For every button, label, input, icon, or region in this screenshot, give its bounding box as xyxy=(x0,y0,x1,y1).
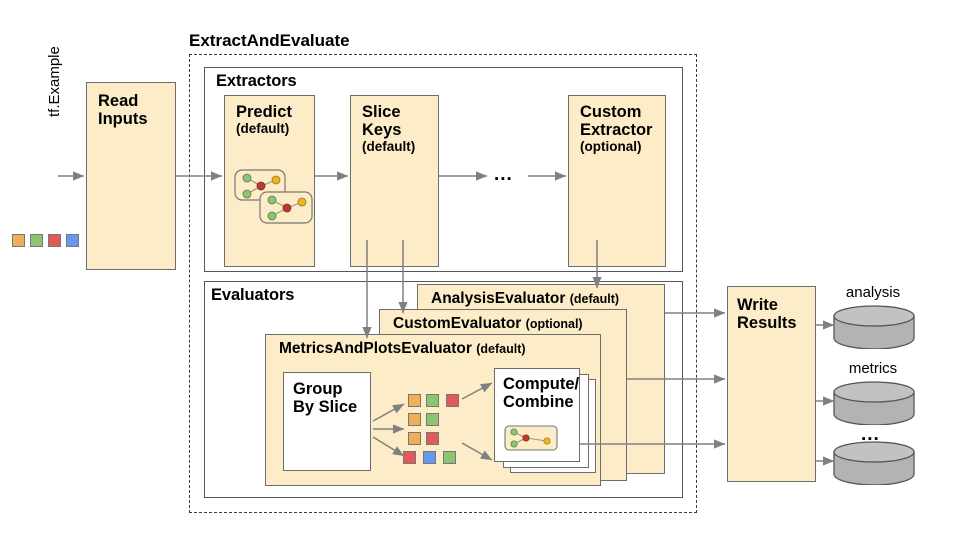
read-inputs-line1: Read xyxy=(98,92,139,110)
read-inputs-line2: Inputs xyxy=(98,110,148,128)
sink-label-ellipsis: ... xyxy=(861,424,880,445)
custom-extractor-sub: (optional) xyxy=(580,139,642,154)
slice-swatch xyxy=(426,413,439,426)
compute-combine-box[interactable]: Compute/ Combine xyxy=(494,368,580,462)
custom-extractor-line2: Extractor xyxy=(580,121,653,139)
slice-keys-line1: Slice xyxy=(362,103,401,121)
extractor-node-custom[interactable]: Custom Extractor (optional) xyxy=(568,95,666,267)
metrics-evaluator-qualifier: (default) xyxy=(476,342,526,356)
predict-title: Predict xyxy=(236,103,292,121)
analysis-evaluator-qualifier: (default) xyxy=(569,292,620,306)
slice-swatch xyxy=(423,451,436,464)
custom-extractor-line1: Custom xyxy=(580,103,642,121)
extract-and-evaluate-title: ExtractAndEvaluate xyxy=(189,31,350,50)
slice-swatch xyxy=(426,394,439,407)
slice-swatch xyxy=(403,451,416,464)
slice-swatch xyxy=(426,432,439,445)
extractor-node-predict[interactable]: Predict (default) xyxy=(224,95,315,267)
group-by-slice-line2: By Slice xyxy=(293,398,358,416)
custom-evaluator-qualifier: (optional) xyxy=(525,317,583,331)
slice-swatch xyxy=(408,432,421,445)
slice-swatch xyxy=(446,394,459,407)
sink-cylinder-other[interactable] xyxy=(832,441,916,485)
input-swatch xyxy=(30,234,43,247)
analysis-evaluator-name: AnalysisEvaluator xyxy=(431,290,566,307)
slice-keys-line2: Keys xyxy=(362,121,402,139)
predict-sub: (default) xyxy=(236,121,290,136)
input-swatch-group xyxy=(12,234,79,250)
extractors-ellipsis: ... xyxy=(494,164,513,185)
sink-cylinder-metrics[interactable] xyxy=(832,381,916,425)
input-label: tf.Example xyxy=(46,46,63,117)
compute-combine-line2: Combine xyxy=(503,393,574,411)
sink-cylinder-analysis[interactable] xyxy=(832,305,916,349)
slice-swatch xyxy=(408,394,421,407)
evaluators-group-label: Evaluators xyxy=(211,286,295,304)
read-inputs-box[interactable]: Read Inputs xyxy=(86,82,176,270)
slice-swatch-grid xyxy=(403,394,468,466)
write-results-line2: Results xyxy=(737,314,797,332)
extractors-group-label: Extractors xyxy=(216,72,297,90)
model-graph-icon xyxy=(504,425,558,451)
group-by-slice-line1: Group xyxy=(293,380,343,398)
slice-swatch xyxy=(408,413,421,426)
compute-combine-line1: Compute/ xyxy=(503,375,580,393)
input-swatch xyxy=(66,234,79,247)
extract-and-evaluate-frame xyxy=(189,54,697,513)
write-results-line1: Write xyxy=(737,296,778,314)
sink-label-analysis: analysis xyxy=(845,284,901,301)
extractor-node-slice-keys[interactable]: Slice Keys (default) xyxy=(350,95,439,267)
custom-evaluator-name: CustomEvaluator xyxy=(393,315,522,332)
write-results-box[interactable]: Write Results xyxy=(727,286,816,482)
group-by-slice-box[interactable]: Group By Slice xyxy=(283,372,371,471)
input-swatch xyxy=(12,234,25,247)
model-graph-stack-icon xyxy=(234,169,313,224)
sink-label-metrics: metrics xyxy=(848,360,898,377)
slice-swatch xyxy=(443,451,456,464)
metrics-evaluator-name: MetricsAndPlotsEvaluator xyxy=(279,340,472,357)
input-swatch xyxy=(48,234,61,247)
slice-keys-sub: (default) xyxy=(362,139,416,154)
